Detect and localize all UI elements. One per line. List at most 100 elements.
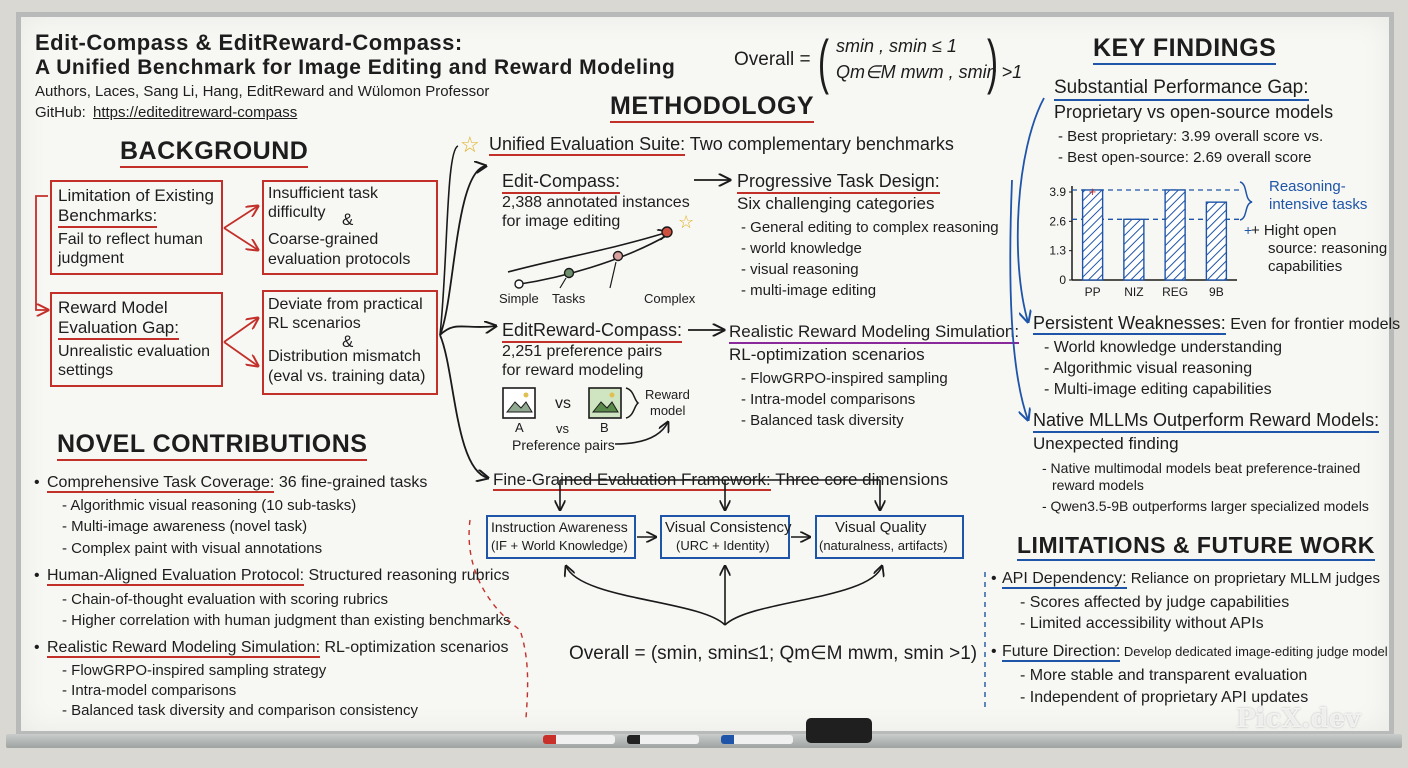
title-line2: A Unified Benchmark for Image Editing an… — [35, 56, 676, 79]
chart-ytick-label: 0 — [1059, 273, 1066, 287]
future-bullet: • — [991, 643, 997, 660]
top-formula-lhs: Overall = — [734, 49, 811, 70]
reward-model-a: Reward — [645, 387, 690, 402]
weak-item-3: - Multi-image editing capabilities — [1044, 381, 1272, 398]
contrib-1-sub-3: - Complex paint with visual annotations — [62, 540, 323, 557]
weak-item-2: - Algorithmic visual reasoning — [1044, 360, 1253, 377]
limitation-body-a: Fail to reflect human — [58, 231, 203, 248]
limitation-amp: & — [342, 210, 354, 229]
rrm-item-3: - Balanced task diversity — [741, 412, 904, 429]
authors: Authors, Laces, Sang Li, Hang, EditRewar… — [35, 83, 490, 100]
contrib-2: Human-Aligned Evaluation Protocol: Struc… — [47, 567, 510, 586]
dim-quality-b: (naturalness, artifacts) — [819, 538, 948, 553]
methodology-heading: METHODOLOGY — [610, 92, 815, 123]
chart-category-label: NIZ — [1124, 285, 1143, 299]
github-link[interactable]: https://editeditreward-compass — [93, 104, 298, 121]
contributions-heading: NOVEL CONTRIBUTIONS — [57, 430, 368, 461]
reward-gap-out-a: Deviate from practical — [268, 296, 423, 313]
reward-gap-amp: & — [342, 332, 354, 351]
edit-compass-b: for image editing — [502, 213, 621, 230]
reward-gap-outcome-box — [262, 290, 438, 395]
chart-ytick-label: 1.3 — [1049, 244, 1066, 258]
native-title: Native MLLMs Outperform Reward Models: — [1033, 410, 1380, 433]
contrib-1-sub-2: - Multi-image awareness (novel task) — [62, 518, 308, 535]
progressive-item-3: - visual reasoning — [741, 261, 859, 278]
reward-gap-out-c: Distribution mismatch — [268, 348, 421, 365]
dim-quality-a: Visual Quality — [835, 519, 927, 536]
editreward-title: EditReward-Compass: — [502, 320, 683, 343]
contrib-2-sub-1: - Chain-of-thought evaluation with scori… — [62, 591, 388, 608]
gap-sub: Proprietary vs open-source models — [1054, 102, 1334, 122]
chart-ytick-label: 2.6 — [1049, 214, 1066, 228]
reward-gap-box — [50, 292, 223, 387]
progressive-title: Progressive Task Design: — [737, 171, 940, 194]
watermark: PicX.dev — [1236, 704, 1361, 734]
github-label: GitHub: — [35, 104, 86, 121]
dim-instruction-a: Instruction Awareness — [491, 519, 628, 535]
reward-gap-out-d: (eval vs. training data) — [268, 368, 426, 385]
dim-consistency-a: Visual Consistency — [665, 519, 792, 536]
dim-quality-box — [815, 515, 964, 559]
red-marker — [543, 735, 615, 744]
api-item-1: - Scores affected by judge capabilities — [1020, 594, 1290, 611]
black-marker — [627, 735, 699, 744]
limitation-out-b: difficulty — [268, 204, 326, 221]
contrib-1: Comprehensive Task Coverage: 36 fine-gra… — [47, 474, 428, 493]
native-item-2: - Qwen3.5-9B outperforms larger speciali… — [1042, 498, 1369, 514]
curve-star-icon: ☆ — [678, 212, 695, 232]
pair-label-a: A — [515, 420, 524, 435]
pair-vs-2: vs — [556, 421, 569, 436]
note-open-a: + Hight open — [1251, 222, 1337, 239]
progressive-item-2: - world knowledge — [741, 240, 862, 257]
chart-category-label: REG — [1162, 285, 1188, 299]
contrib-3-sub-1: - FlowGRPO-inspired sampling strategy — [62, 662, 327, 679]
curve-label-complex: Complex — [644, 291, 696, 306]
limitation-out-a: Insufficient task — [268, 185, 378, 202]
progressive-item-4: - multi-image editing — [741, 282, 877, 299]
reward-gap-title-a: Reward Model — [58, 298, 168, 317]
limitation-outcome-box — [262, 180, 438, 275]
chart-ytick-label: 3.9 — [1049, 185, 1066, 199]
limitation-body-b: judgment — [58, 250, 124, 267]
contrib-3-bullet: • — [34, 639, 40, 656]
limitation-title-b: Benchmarks: — [58, 206, 158, 228]
findings-heading: KEY FINDINGS — [1093, 34, 1277, 65]
note-reasoning-a: Reasoning- — [1269, 178, 1346, 195]
editreward-a: 2,251 preference pairs — [502, 343, 663, 360]
reward-gap-body-a: Unrealistic evaluation — [58, 343, 211, 360]
reward-model-b: model — [650, 403, 686, 418]
top-formula-case2: Qm∈M mwm , smin >1 — [836, 62, 1023, 82]
top-formula-brace: ( — [818, 28, 829, 95]
pair-label-b: B — [600, 420, 609, 435]
reward-gap-out-b: RL scenarios — [268, 315, 361, 332]
native-sub: Unexpected finding — [1033, 434, 1179, 453]
top-formula-case1: smin , smin ≤ 1 — [836, 36, 957, 56]
weak-line: Persistent Weaknesses: Even for frontier… — [1033, 313, 1401, 335]
contrib-1-sub-1: - Algorithmic visual reasoning (10 sub-t… — [62, 497, 357, 514]
background-heading: BACKGROUND — [120, 137, 309, 168]
reward-gap-title-b: Evaluation Gap: — [58, 318, 179, 340]
bottom-formula: Overall = (smin, smin≤1; Qm∈M mwm, smin … — [569, 643, 978, 664]
title-line1: Edit-Compass & EditReward-Compass: — [35, 30, 463, 55]
limitation-title-a: Limitation of Existing — [58, 186, 214, 205]
eraser — [806, 718, 872, 743]
future-line: Future Direction: Develop dedicated imag… — [1002, 643, 1388, 662]
rrm-sub: RL-optimization scenarios — [729, 345, 925, 364]
chart-category-label: PP — [1085, 285, 1101, 299]
native-item-1: - Native multimodal models beat preferen… — [1042, 460, 1361, 476]
chart-category-label: 9B — [1209, 285, 1224, 299]
rrm-item-2: - Intra-model comparisons — [741, 391, 916, 408]
contrib-2-sub-2: - Higher correlation with human judgment… — [62, 612, 511, 629]
reward-gap-body-b: settings — [58, 362, 114, 379]
chart-bar — [1205, 201, 1228, 281]
gap-title: Substantial Performance Gap: — [1054, 77, 1309, 101]
curve-label-tasks: Tasks — [552, 291, 586, 306]
progressive-sub: Six challenging categories — [737, 194, 935, 213]
gap-item-2: - Best open-source: 2.69 overall score — [1058, 149, 1312, 166]
limitation-out-d: evaluation protocols — [268, 251, 411, 268]
note-open-c: capabilities — [1268, 258, 1343, 275]
marker-tray — [6, 734, 1402, 748]
native-item-1b: reward models — [1052, 477, 1144, 493]
dim-consistency-b: (URC + Identity) — [676, 538, 770, 553]
